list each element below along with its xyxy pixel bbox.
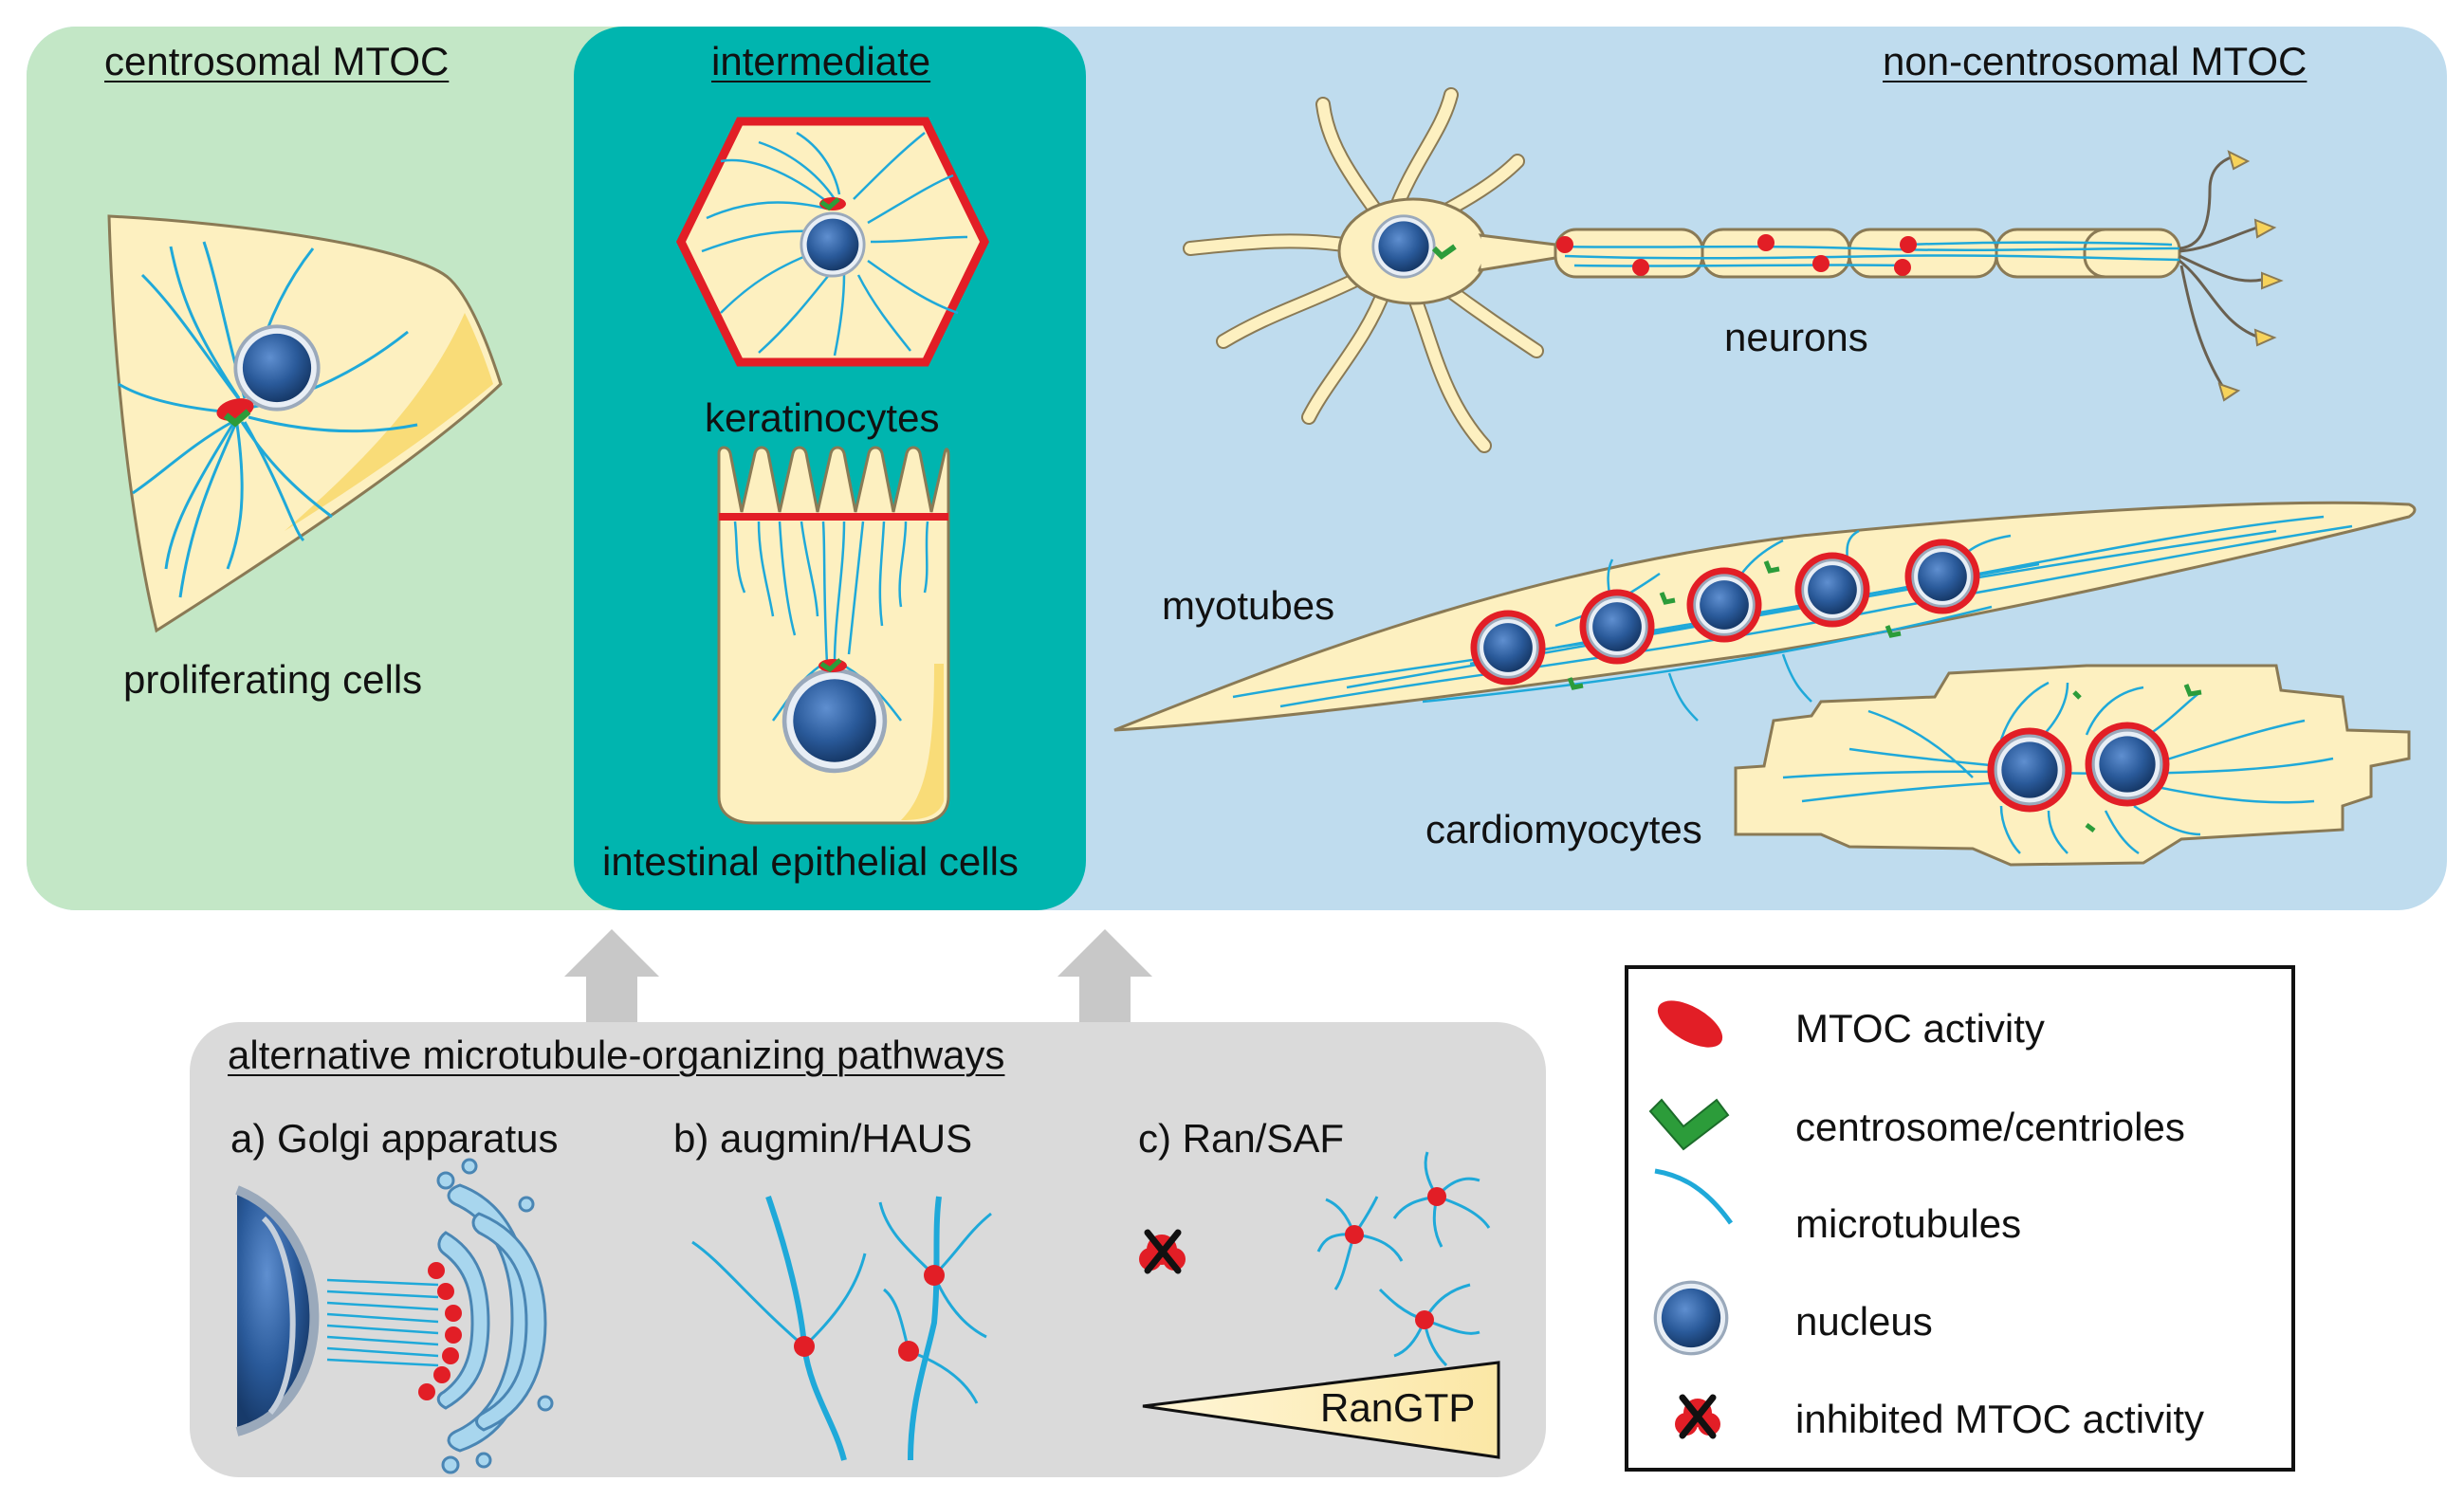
arrow-up-right-icon — [1057, 929, 1152, 1024]
pathways-title: alternative microtubule-organizing pathw… — [228, 1033, 1005, 1077]
microtubule-icon — [1654, 1168, 1734, 1225]
intestinal-epithelial-label: intestinal epithelial cells — [602, 839, 1019, 884]
myotube-cell — [1113, 501, 2417, 732]
cardiomyocytes-label: cardiomyocytes — [1425, 807, 1702, 851]
arrow-up-left-icon — [564, 929, 659, 1024]
cardiomyocyte-cell — [1734, 664, 2411, 867]
legend-nucleus-label: nucleus — [1795, 1299, 1933, 1344]
legend-centrosome-label: centrosome/centrioles — [1795, 1105, 2185, 1149]
ran-saf-label: c) Ran/SAF — [1138, 1116, 1345, 1161]
golgi-illustration — [235, 1158, 554, 1474]
rangtp-label: RanGTP — [1320, 1385, 1476, 1430]
legend-microtubules-label: microtubules — [1795, 1201, 2022, 1246]
augmin-illustration — [691, 1196, 992, 1461]
proliferating-cells-label: proliferating cells — [123, 657, 423, 702]
proliferating-cell — [107, 214, 503, 633]
myotubes-label: myotubes — [1162, 583, 1335, 628]
legend-mtoc-activity-label: MTOC activity — [1795, 1006, 2045, 1051]
keratinocyte-cell — [675, 117, 990, 367]
ran-saf-illustration — [1139, 1151, 1500, 1459]
inhibited-mtoc-icon — [1675, 1394, 1720, 1439]
centrosome-icon — [1648, 1098, 1730, 1151]
intermediate-title: intermediate — [711, 39, 931, 83]
nucleus-icon — [1653, 1280, 1729, 1356]
keratinocytes-label: keratinocytes — [705, 395, 940, 440]
neuron-cell — [1183, 87, 2284, 453]
mtoc-activity-icon — [1657, 1000, 1723, 1048]
golgi-label: a) Golgi apparatus — [230, 1116, 559, 1161]
intestinal-epithelial-cell — [717, 446, 950, 825]
neurons-label: neurons — [1724, 315, 1868, 359]
centrosomal-title: centrosomal MTOC — [104, 39, 450, 83]
augmin-label: b) augmin/HAUS — [673, 1116, 973, 1161]
inhibited-mtoc-mark — [1139, 1229, 1186, 1274]
legend-inhibited-label: inhibited MTOC activity — [1795, 1397, 2205, 1441]
legend-box — [1625, 965, 2295, 1472]
rangtp-gradient-wedge — [1142, 1361, 1500, 1459]
non-centrosomal-title: non-centrosomal MTOC — [1883, 39, 2308, 83]
